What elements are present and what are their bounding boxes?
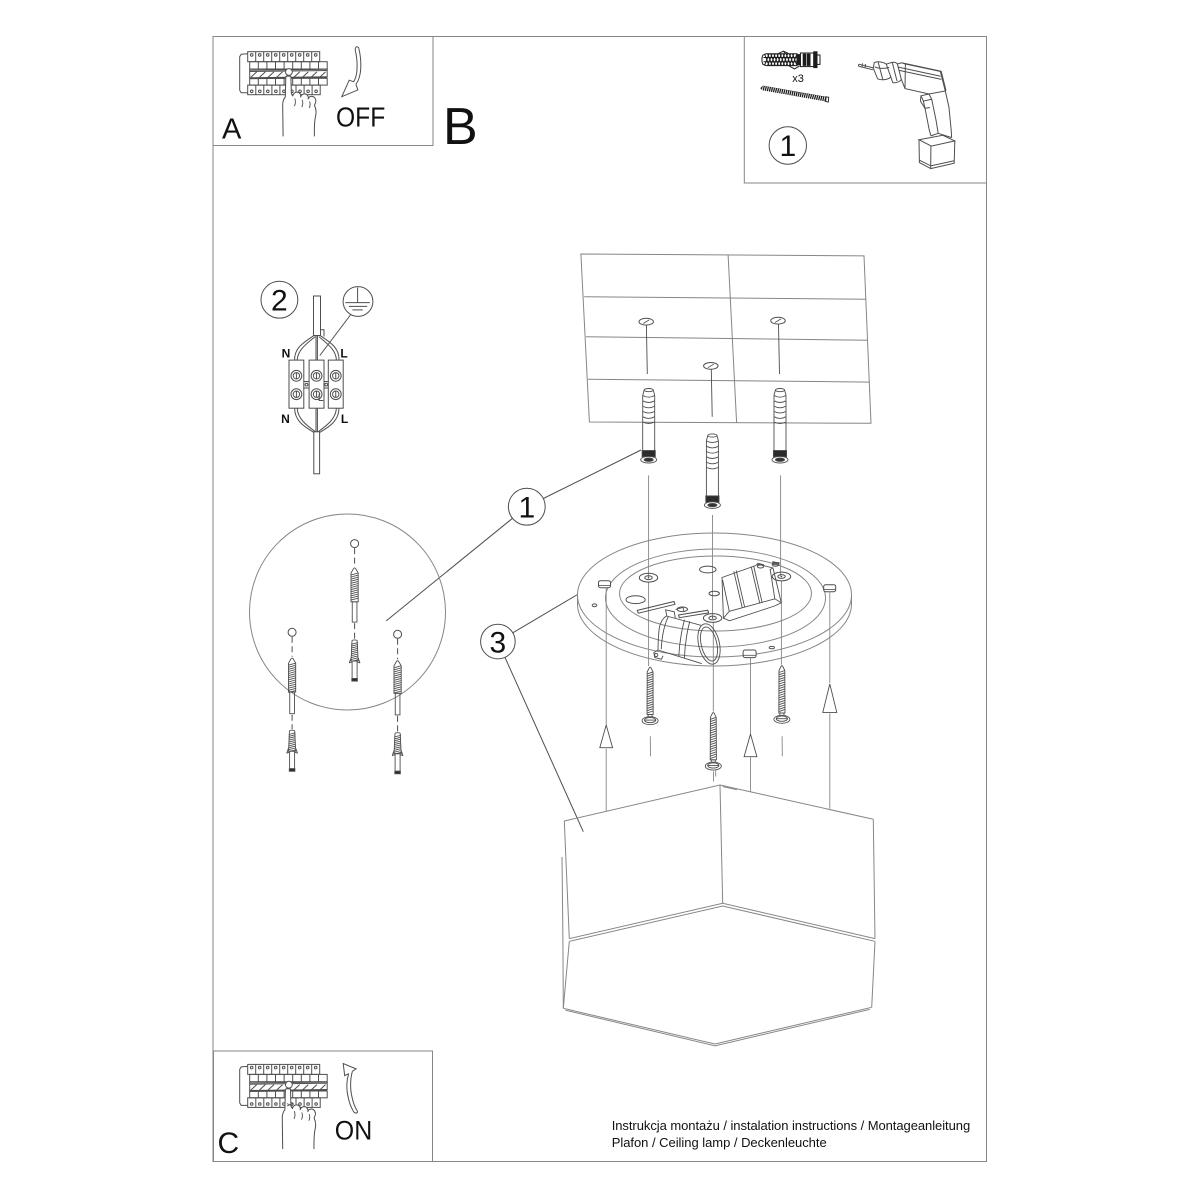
svg-text:L: L [340,347,347,361]
svg-text:N: N [281,412,290,426]
svg-text:1: 1 [518,491,535,524]
svg-text:B: B [443,98,478,156]
svg-text:L: L [341,412,348,426]
svg-text:N: N [282,347,291,361]
svg-text:OFF: OFF [336,101,385,132]
svg-text:Instrukcja montażu / instalati: Instrukcja montażu / instalation instruc… [612,1118,971,1133]
svg-text:1: 1 [779,130,796,163]
svg-text:ON: ON [335,1116,372,1146]
svg-text:x3: x3 [792,73,804,85]
svg-text:C: C [218,1127,240,1160]
svg-text:3: 3 [490,626,507,659]
svg-text:2: 2 [271,284,288,317]
svg-text:A: A [222,114,242,146]
svg-text:Plafon / Ceiling lamp / Decken: Plafon / Ceiling lamp / Deckenleuchte [612,1135,827,1150]
